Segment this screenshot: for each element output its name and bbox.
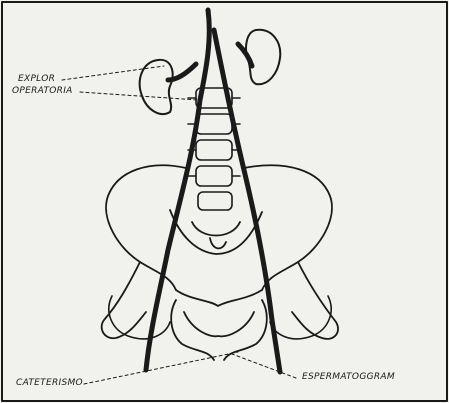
label-espermatogram: ESPERMATOGGRAM bbox=[302, 372, 395, 382]
left-kidney bbox=[246, 30, 280, 84]
spermatic-duct-left bbox=[146, 10, 209, 370]
label-cateterismo: CATETERISMO bbox=[16, 378, 83, 388]
label-operatoria: OPERATORIA bbox=[12, 86, 73, 96]
leader-lines bbox=[62, 66, 296, 384]
pelvis bbox=[102, 165, 338, 360]
right-kidney bbox=[140, 60, 173, 114]
upper-duct-right bbox=[238, 44, 252, 66]
label-explor: EXPLOR bbox=[18, 74, 55, 84]
spermatic-duct-right bbox=[214, 30, 280, 372]
